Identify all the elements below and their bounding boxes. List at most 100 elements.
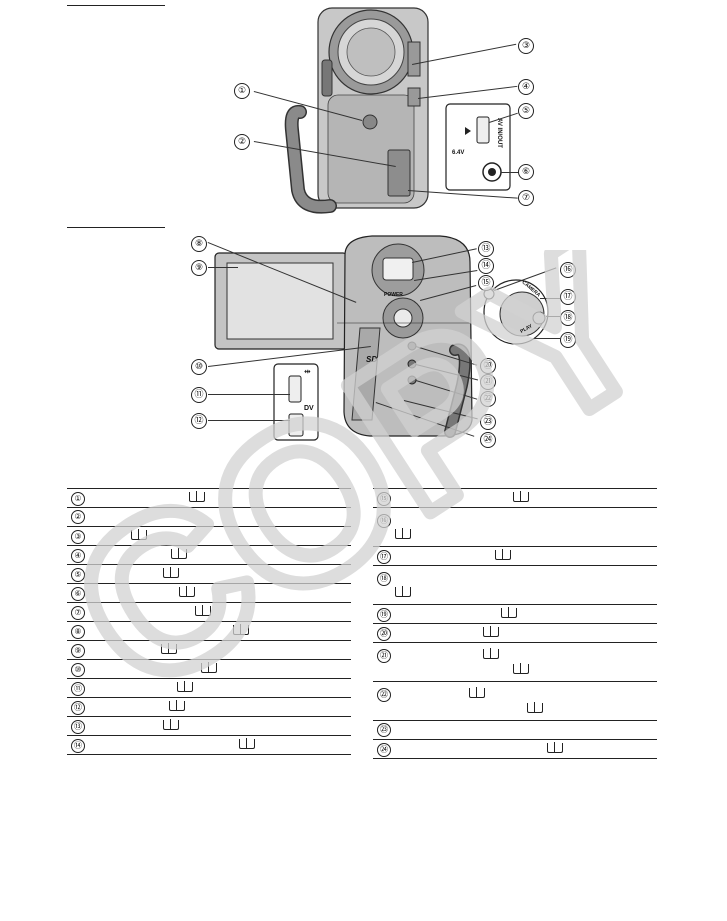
camera-side-illustration [284, 7, 511, 214]
row-number: ⑰ [377, 549, 391, 564]
table-row: ④ [67, 545, 351, 565]
callout-3: ③ [518, 38, 534, 54]
row-number: ⑬ [71, 719, 85, 734]
book-icon [483, 648, 499, 659]
leader-line-9 [208, 267, 238, 268]
table-row: ③ [67, 526, 351, 546]
power-label: POWER [384, 292, 403, 298]
row-number: ⑦ [71, 605, 85, 620]
section-rule-middle [67, 227, 165, 228]
book-icon [195, 604, 211, 616]
row-number: ⑩ [71, 662, 85, 677]
book-icon [169, 699, 185, 711]
table-row: ⑧ [67, 621, 351, 641]
table-row: ⑫ [67, 697, 351, 717]
table-row: ⑳ [373, 623, 657, 643]
table-row: ㉔ [373, 739, 657, 759]
dc-in-label: 6.4V [452, 150, 465, 156]
leader-line-17 [540, 298, 560, 299]
row-number: ③ [71, 529, 85, 544]
table-row: ⑰ [373, 546, 657, 566]
leader-line-6 [501, 172, 519, 173]
book-icon [163, 566, 179, 578]
book-icon [395, 585, 411, 597]
book-icon [495, 548, 511, 560]
row-number: ㉒ [377, 688, 391, 702]
callout-17: ⑰ [560, 289, 576, 305]
usb-symbol: ⇹ [304, 367, 311, 376]
row-number: ⑭ [71, 738, 85, 753]
callout-11: ⑪ [191, 387, 207, 403]
row-number: ⑤ [71, 567, 85, 582]
table-row: ⑬ [67, 716, 351, 736]
av-in-out-label: AV IN/OUT [496, 118, 502, 148]
section-rule-top [67, 5, 165, 6]
leader-line-12 [208, 420, 290, 421]
row-number: ⑪ [71, 681, 85, 696]
table-row: ⑪ [67, 678, 351, 698]
table-row: ㉓ [373, 720, 657, 740]
callout-24: ㉔ [480, 432, 496, 448]
table-row: ① [67, 488, 351, 508]
callout-22: ㉒ [480, 391, 496, 407]
book-icon [513, 490, 529, 502]
book-icon [239, 737, 255, 749]
callout-5: ⑤ [518, 103, 534, 119]
row-number: ④ [71, 548, 85, 563]
book-icon [513, 663, 529, 674]
callout-7: ⑦ [518, 190, 534, 206]
leader-line-19 [534, 338, 560, 339]
table-row: ⑨ [67, 640, 351, 660]
row-number: ⑱ [377, 571, 391, 586]
table-row: ② [67, 507, 351, 527]
row-number: ① [71, 491, 85, 506]
row-number: ⑧ [71, 624, 85, 639]
book-icon [547, 741, 563, 753]
book-icon [171, 547, 187, 559]
book-icon [131, 528, 147, 540]
row-number: ㉓ [377, 723, 391, 737]
row-number: ⑳ [377, 626, 391, 641]
camera-rear-illustration [214, 235, 549, 441]
callout-2: ② [234, 134, 250, 150]
callout-20: ⑳ [480, 358, 496, 374]
book-icon [161, 642, 177, 654]
table-row: ⑲ [373, 604, 657, 624]
callout-10: ⑩ [191, 359, 207, 375]
table-row: ㉑ [373, 642, 657, 682]
book-icon [201, 661, 217, 673]
table-row: ⑤ [67, 564, 351, 584]
leader-line-18 [546, 316, 560, 317]
book-icon [527, 702, 543, 713]
book-icon [179, 585, 195, 597]
parts-table-right: ⑮ ⑯ ⑰ ⑱ ⑲ ⑳ ㉑ ㉒ ㉓ ㉔ [373, 488, 657, 759]
row-number: ⑯ [377, 513, 391, 528]
book-icon [501, 606, 517, 618]
callout-8: ⑧ [191, 236, 207, 252]
row-number: ② [71, 510, 85, 524]
book-icon [469, 687, 485, 698]
row-number: ㉑ [377, 649, 391, 663]
book-icon [233, 623, 249, 635]
row-number: ⑥ [71, 586, 85, 601]
table-row: ㉒ [373, 681, 657, 721]
parts-table-left: ① ② ③ ④ ⑤ ⑥ ⑦ ⑧ ⑨ ⑩ ⑪ ⑫ ⑬ ⑭ [67, 488, 351, 755]
book-icon [189, 490, 205, 502]
table-row: ⑯ [373, 507, 657, 547]
callout-6: ⑥ [518, 164, 534, 180]
callout-16: ⑯ [560, 262, 576, 278]
leader-line-11 [208, 394, 290, 395]
row-number: ⑨ [71, 643, 85, 658]
table-row: ⑭ [67, 735, 351, 755]
book-icon [177, 680, 193, 692]
callout-13: ⑬ [478, 241, 494, 257]
callout-15: ⑮ [478, 275, 494, 291]
callout-1: ① [234, 83, 250, 99]
row-number: ⑫ [71, 700, 85, 715]
table-row: ⑦ [67, 602, 351, 622]
table-row: ⑮ [373, 488, 657, 508]
callout-4: ④ [518, 79, 534, 95]
figure-area: AV IN/OUT 6.4V POWER CAMERA PLAY [67, 5, 576, 448]
callout-9: ⑨ [191, 260, 207, 276]
table-row: ⑩ [67, 659, 351, 679]
